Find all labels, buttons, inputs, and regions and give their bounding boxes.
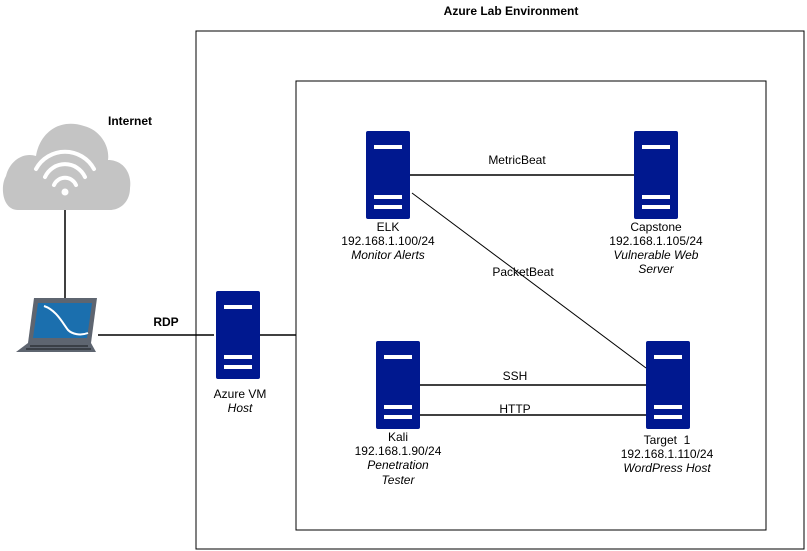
ssh-label: SSH <box>503 369 528 383</box>
capstone-role-line1: Vulnerable Web <box>614 248 699 262</box>
azure-vm-role: Host <box>228 401 253 415</box>
target1-name: Target 1 <box>644 433 691 447</box>
target1-server-icon <box>646 341 690 429</box>
diagram-title: Azure Lab Environment <box>444 4 579 18</box>
target1-role: WordPress Host <box>623 461 711 475</box>
kali-name: Kali <box>388 430 408 444</box>
capstone-name: Capstone <box>630 220 682 234</box>
internet-cloud-icon <box>2 123 131 210</box>
azure-vm-name: Azure VM <box>214 387 267 401</box>
packetbeat-line <box>411 192 647 369</box>
elk-name: ELK <box>377 220 400 234</box>
http-label: HTTP <box>499 402 530 416</box>
capstone-server-icon <box>634 131 678 219</box>
elk-server-icon <box>366 131 410 219</box>
internal-network-boundary <box>295 80 767 531</box>
kali-ip: 192.168.1.90/24 <box>355 444 442 458</box>
laptop-icon <box>16 298 97 352</box>
target1-ip: 192.168.1.110/24 <box>621 447 714 461</box>
capstone-role-line2: Server <box>638 262 674 276</box>
azure-vm-server-icon <box>216 291 260 379</box>
packetbeat-label: PacketBeat <box>492 265 554 279</box>
azure-environment-boundary <box>195 30 805 550</box>
kali-role-line2: Tester <box>382 473 416 487</box>
kali-role-line1: Penetration <box>367 458 429 472</box>
capstone-ip: 192.168.1.105/24 <box>609 234 703 248</box>
rdp-label: RDP <box>153 315 178 329</box>
internet-label: Internet <box>108 114 152 128</box>
kali-server-icon <box>376 341 420 429</box>
elk-role: Monitor Alerts <box>351 248 425 262</box>
metricbeat-label: MetricBeat <box>488 153 546 167</box>
elk-ip: 192.168.1.100/24 <box>341 234 435 248</box>
